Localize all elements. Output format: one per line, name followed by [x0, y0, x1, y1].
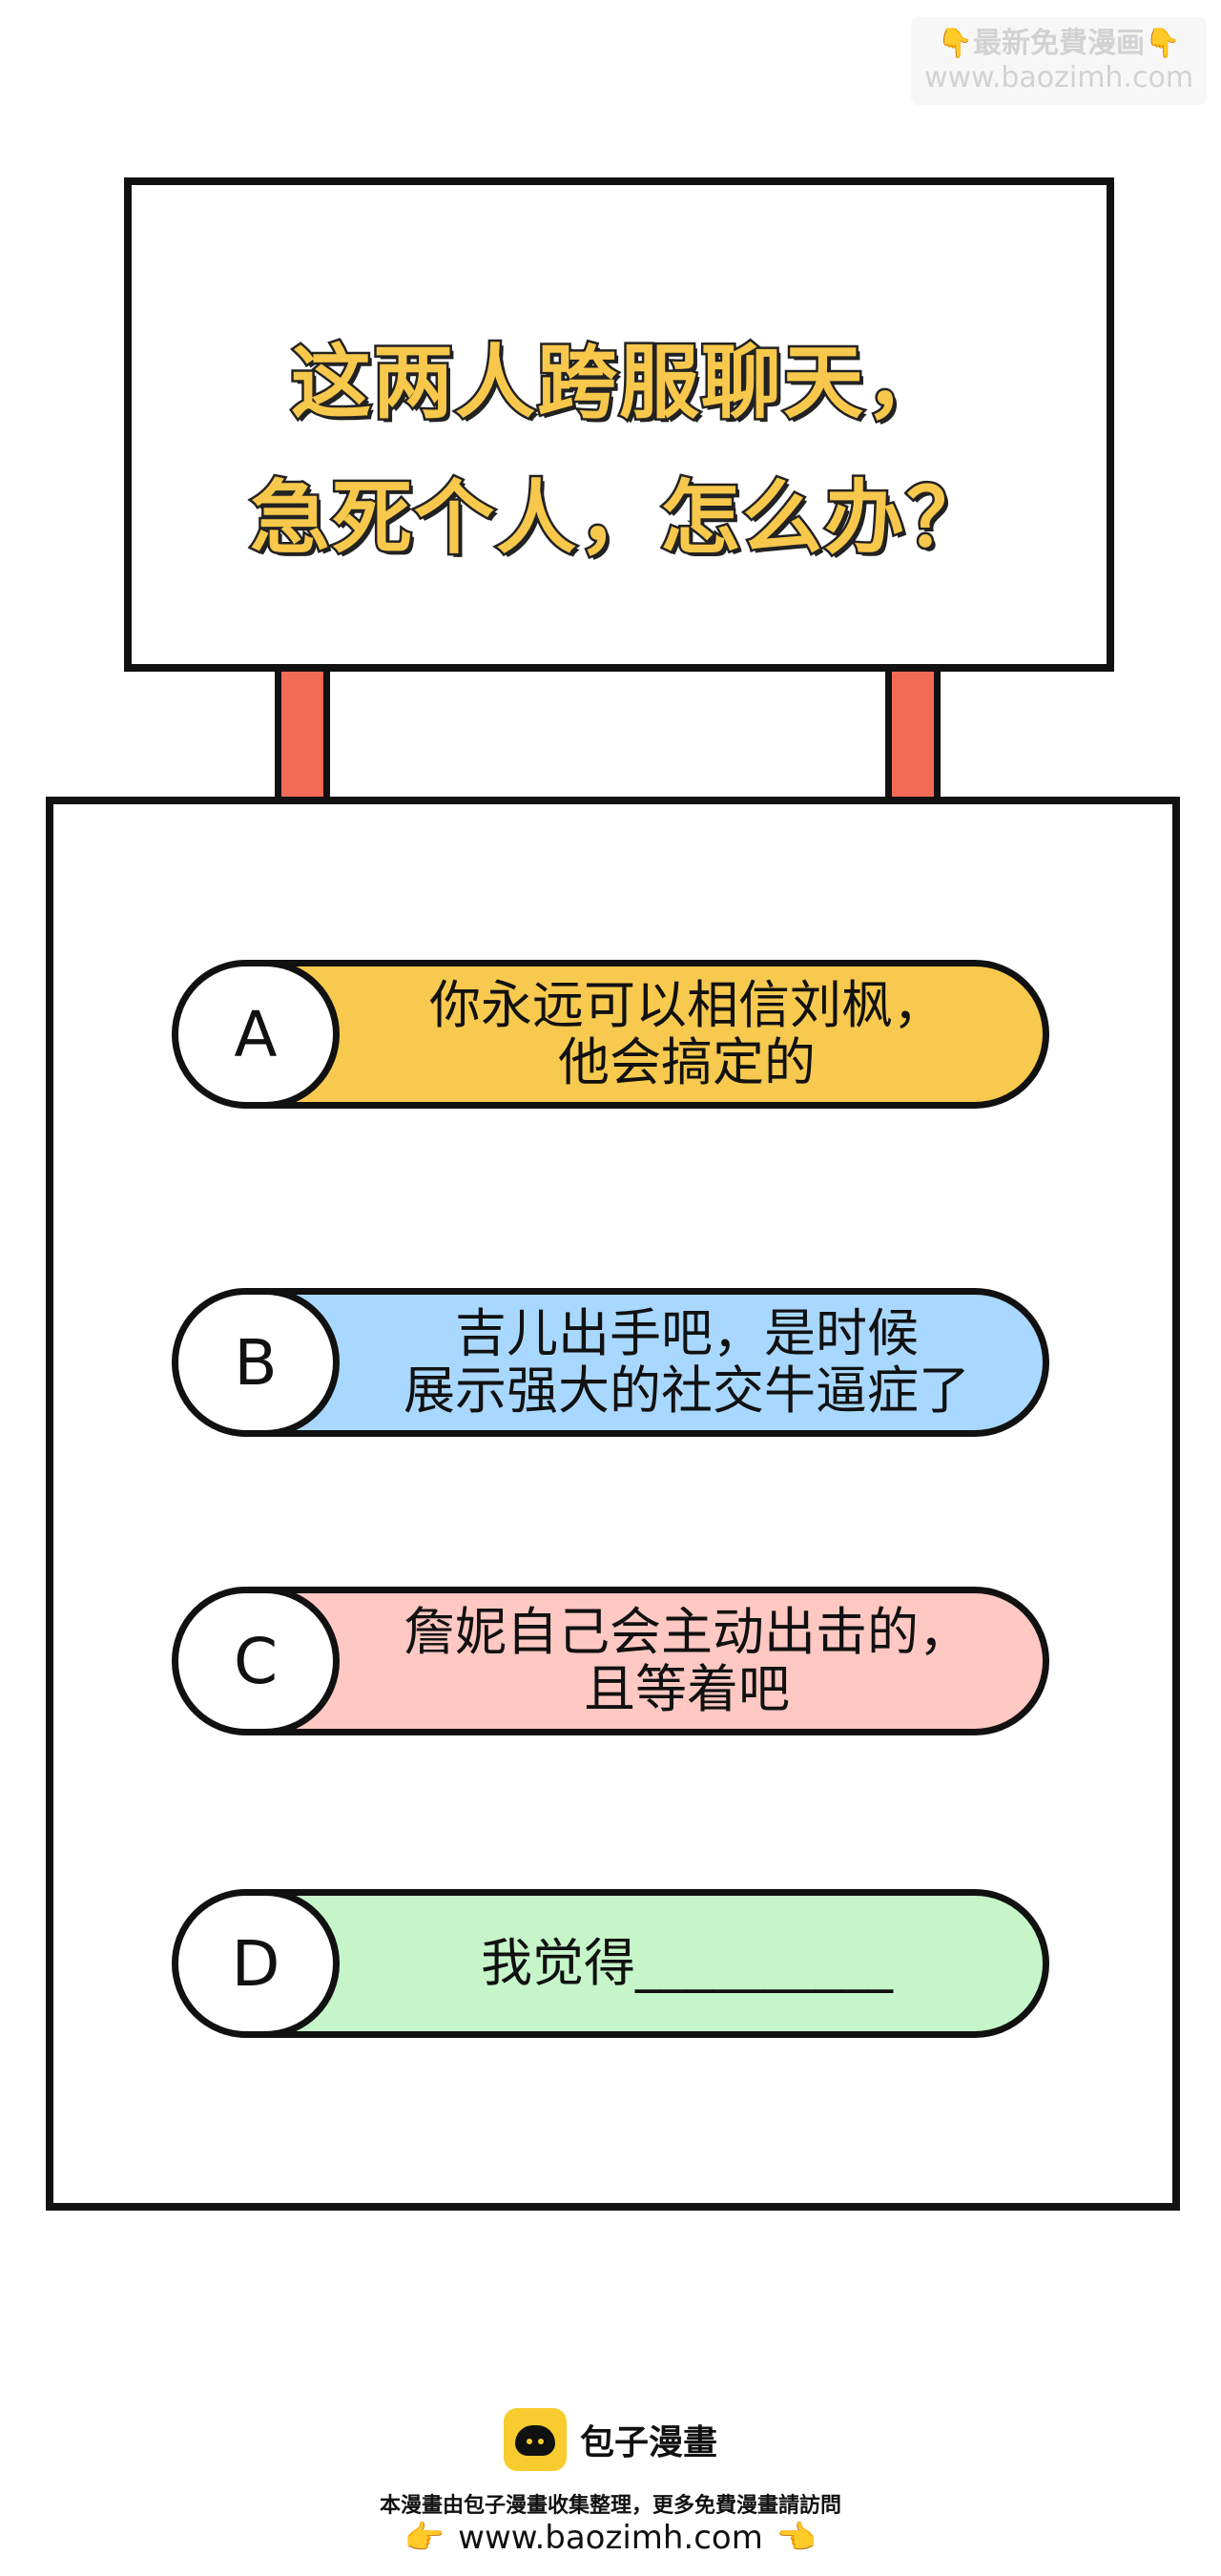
option-text: 你永远可以相信刘枫， 他会搞定的 — [350, 966, 1024, 1102]
option-text-line: 吉儿出手吧，是时候 — [455, 1303, 919, 1363]
footer-note: 本漫畫由包子漫畫收集整理，更多免費漫畫請訪問 — [379, 2494, 841, 2518]
watermark-url: www.baozimh.com — [923, 61, 1194, 94]
option-text-line: 他会搞定的 — [558, 1032, 816, 1092]
title-line-2: 急死个人，怎么办？ — [247, 469, 988, 568]
baozi-logo-icon — [503, 2408, 567, 2471]
pointing-right-icon: 👉 — [404, 2519, 445, 2557]
option-text: 詹妮自己会主动出击的， 且等着吧 — [350, 1593, 1024, 1729]
option-text-line: 展示强大的社交牛逼症了 — [404, 1361, 970, 1421]
option-text-line: 我觉得__________ — [481, 1933, 893, 1993]
footer-url-row: 👉 www.baozimh.com 👈 — [0, 2519, 1221, 2557]
title-sign: 这两人跨服聊天， 急死个人，怎么办？ — [124, 177, 1114, 672]
option-text-line: 你永远可以相信刘枫， — [429, 975, 944, 1035]
sign-post-right — [885, 672, 941, 800]
option-text-line: 且等着吧 — [584, 1659, 790, 1719]
finger-down-icon: 👇 — [937, 27, 973, 60]
option-text-line: 詹妮自己会主动出击的， — [404, 1602, 970, 1662]
footer-url-link[interactable]: www.baozimh.com — [458, 2519, 763, 2557]
bun-shape — [514, 2425, 555, 2456]
option-d[interactable]: D 我觉得__________ — [172, 1889, 1049, 2038]
option-text: 吉儿出手吧，是时候 展示强大的社交牛逼症了 — [350, 1295, 1024, 1430]
watermark-text: 最新免費漫画 — [973, 27, 1145, 60]
pointing-left-icon: 👈 — [776, 2519, 817, 2557]
option-b[interactable]: B 吉儿出手吧，是时候 展示强大的社交牛逼症了 — [172, 1288, 1049, 1437]
title-line-1: 这两人跨服聊天， — [288, 334, 947, 432]
eye-shape — [537, 2439, 544, 2444]
eye-shape — [526, 2439, 532, 2444]
option-a[interactable]: A 你永远可以相信刘枫， 他会搞定的 — [172, 960, 1049, 1109]
brand-name: 包子漫畫 — [579, 2423, 717, 2462]
option-letter: C — [178, 1593, 340, 1729]
watermark: 👇最新免費漫画👇 www.baozimh.com — [911, 17, 1207, 105]
sign-post-left — [275, 672, 330, 800]
finger-down-icon: 👇 — [1145, 27, 1181, 60]
option-text: 我觉得__________ — [350, 1896, 1024, 2031]
footer-logo[interactable]: 包子漫畫 — [0, 2408, 1221, 2471]
option-c[interactable]: C 詹妮自己会主动出击的， 且等着吧 — [172, 1587, 1049, 1735]
watermark-line1: 👇最新免費漫画👇 — [911, 27, 1207, 61]
option-letter: B — [178, 1295, 340, 1430]
option-letter: D — [178, 1896, 340, 2031]
option-letter: A — [178, 966, 340, 1102]
